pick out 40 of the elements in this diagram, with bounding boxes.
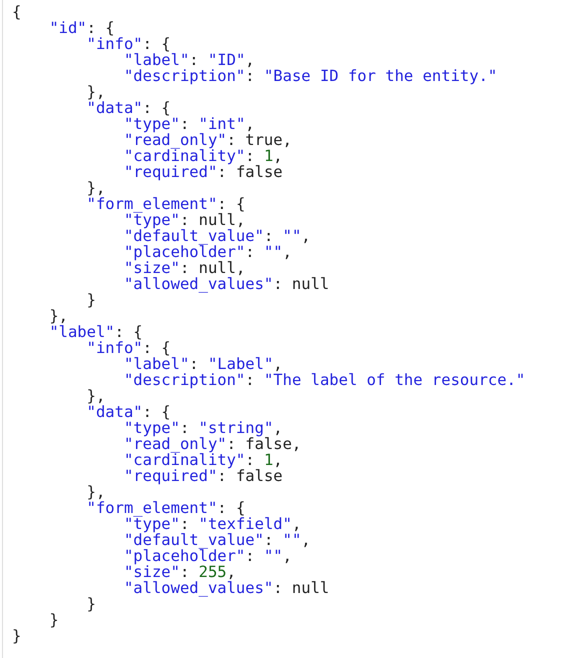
code-line: "label": "Label", [124,356,283,372]
code-line: "size": 255, [124,564,236,580]
code-line: "form_element": { [86,196,246,212]
code-line: "description": "The label of the resource." [124,372,526,388]
code-line: "label": { [49,324,143,340]
code-line: "type": "texfield", [124,516,302,532]
code-line: }, [86,84,106,100]
code-line: "required": false [124,164,283,180]
code-line: "id": { [49,20,115,36]
code-line: } [86,596,96,612]
code-line: "cardinality": 1, [124,452,283,468]
code-line: "data": { [86,404,171,420]
code-line: "default_value": "", [124,532,311,548]
code-line: "placeholder": "", [124,548,292,564]
code-line: "info": { [86,36,171,52]
code-line: "description": "Base ID for the entity." [124,68,498,84]
code-line: "form_element": { [86,500,246,516]
code-line: "data": { [86,100,171,116]
code-line: "cardinality": 1, [124,148,283,164]
code-line: "size": null, [124,260,246,276]
code-line: }, [86,388,106,404]
code-line: "type": null, [124,212,246,228]
code-line: "info": { [86,340,171,356]
code-line: }, [86,484,106,500]
code-line: "label": "ID", [124,52,255,68]
code-line: "read_only": true, [124,132,292,148]
code-line: }, [86,180,106,196]
code-line: "type": "int", [124,116,255,132]
code-line: } [86,292,96,308]
code-line: "type": "string", [124,420,283,436]
code-line: "default_value": "", [124,228,311,244]
code-line: }, [49,308,68,324]
code-line: "allowed_values": null [124,580,330,596]
code-line: "placeholder": "", [124,244,292,260]
code-line: "allowed_values": null [124,276,330,292]
code-line: } [49,612,59,628]
code-line: "required": false [124,468,283,484]
code-line: } [12,628,22,644]
code-line: "read_only": false, [124,436,302,452]
code-line: { [12,4,22,20]
